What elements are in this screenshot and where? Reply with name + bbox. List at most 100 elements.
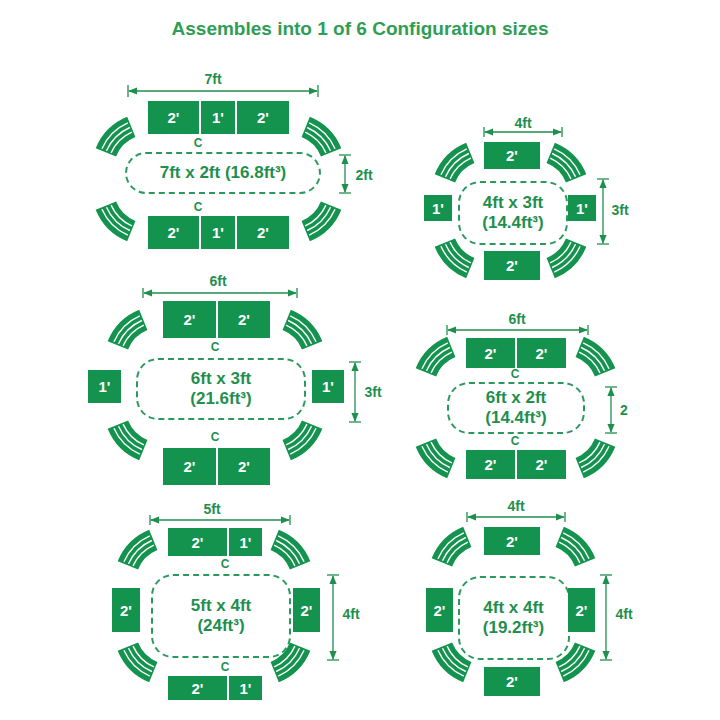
corner-seat	[96, 117, 136, 157]
section-length: 1'	[99, 378, 111, 395]
seat-stripe	[119, 321, 142, 344]
corner-seat	[416, 439, 456, 479]
table-section: 2'	[163, 301, 216, 338]
seat-stripe	[552, 244, 575, 267]
table-area: 6ft x 3ft (21.6ft³)	[136, 358, 306, 420]
size-label: 6ft x 3ft (21.6ft³)	[171, 369, 271, 410]
seat-stripe	[114, 316, 140, 342]
table-section: 2'	[293, 588, 320, 632]
table-section: 2'	[484, 251, 540, 280]
seat-stripe	[307, 207, 330, 230]
seat-stripe	[307, 128, 330, 151]
size-label: 6ft x 2ft (14.4ft³)	[466, 388, 566, 429]
seat-stripe	[447, 646, 468, 667]
seat-stripe	[563, 533, 589, 559]
corner-seat	[547, 239, 587, 279]
dimension-label: 4ft	[514, 115, 531, 131]
section-length: 2'	[506, 147, 518, 164]
seat-stripe	[278, 536, 304, 562]
corner-seat	[432, 527, 472, 567]
section-length: 2'	[184, 458, 196, 475]
connector-mark: C	[221, 660, 230, 674]
seat-stripe	[431, 352, 452, 373]
seat-stripe	[290, 316, 316, 342]
seat-stripe	[579, 352, 600, 373]
section-length: 2'	[506, 533, 518, 550]
seat-stripe	[554, 246, 580, 272]
section-length: 2'	[238, 311, 250, 328]
table-area: 7ft x 2ft (16.8ft³)	[125, 152, 321, 194]
table-section: 2'	[168, 676, 227, 700]
seat-stripe	[441, 246, 467, 272]
table-section: 1'	[229, 528, 262, 556]
table-section: 2'	[218, 448, 270, 485]
section-length: 1'	[212, 109, 224, 126]
seat-stripe	[450, 158, 471, 179]
seat-stripe	[129, 648, 152, 671]
corner-seat	[435, 143, 475, 183]
table-section: 2'	[163, 448, 216, 485]
dimension-label: 4ft	[615, 606, 632, 622]
seat-stripe	[427, 444, 450, 467]
table-section: 2'	[466, 450, 515, 479]
section-length: 2'	[257, 224, 269, 241]
seat-stripe	[309, 123, 335, 149]
seat-stripe	[559, 542, 580, 563]
table-section: 2'	[568, 588, 595, 632]
table-section: 2'	[426, 588, 453, 632]
section-length: 2'	[168, 224, 180, 241]
connector-mark: C	[511, 367, 520, 381]
corner-seat	[576, 337, 616, 377]
corner-seat	[118, 530, 158, 570]
section-length: 2'	[576, 602, 588, 619]
seat-stripe	[107, 207, 130, 230]
table-section: 1'	[568, 195, 596, 221]
seat-stripe	[107, 128, 130, 151]
seat-stripe	[431, 442, 452, 463]
seat-stripe	[274, 545, 295, 566]
seat-stripe	[438, 533, 464, 559]
corner-seat	[302, 202, 342, 242]
corner-seat	[118, 643, 158, 683]
dimension-label: 5ft	[203, 501, 220, 517]
section-length: 2'	[485, 345, 497, 362]
table-section: 1'	[424, 195, 452, 221]
seat-stripe	[119, 426, 142, 449]
section-length: 2'	[238, 458, 250, 475]
seat-stripe	[561, 648, 584, 671]
corner-seat	[432, 643, 472, 683]
table-section: 1'	[201, 216, 235, 249]
seat-stripe	[133, 646, 154, 667]
seat-stripe	[102, 209, 128, 235]
dimension-label: 4ft	[507, 498, 524, 514]
dimension-label: 7ft	[204, 71, 221, 87]
corner-seat	[302, 117, 342, 157]
dimension-label: 2ft	[355, 167, 372, 183]
connector-mark: C	[211, 340, 220, 354]
table-section: 2'	[237, 216, 289, 249]
seat-stripe	[305, 205, 326, 226]
table-area: 4ft x 3ft (14.4ft³)	[458, 181, 568, 245]
table-section: 2'	[484, 142, 540, 169]
table-section: 1'	[229, 676, 262, 700]
title: Assembles into 1 of 6 Configuration size…	[0, 18, 720, 40]
seat-stripe	[581, 444, 604, 467]
corner-seat	[556, 527, 596, 567]
corner-seat	[108, 310, 148, 350]
section-length: 2'	[506, 673, 518, 690]
table-section: 2'	[484, 527, 540, 555]
seat-stripe	[450, 242, 471, 263]
size-label: 5ft x 4ft (24ft³)	[171, 596, 271, 637]
corner-seat	[271, 643, 311, 683]
seat-stripe	[111, 205, 132, 226]
seat-stripe	[276, 541, 299, 564]
seat-stripe	[552, 154, 575, 177]
section-length: 2'	[301, 602, 313, 619]
seat-stripe	[443, 648, 466, 671]
seat-stripe	[123, 325, 144, 346]
seat-stripe	[114, 428, 140, 454]
seat-stripe	[427, 348, 450, 371]
seat-stripe	[446, 154, 469, 177]
